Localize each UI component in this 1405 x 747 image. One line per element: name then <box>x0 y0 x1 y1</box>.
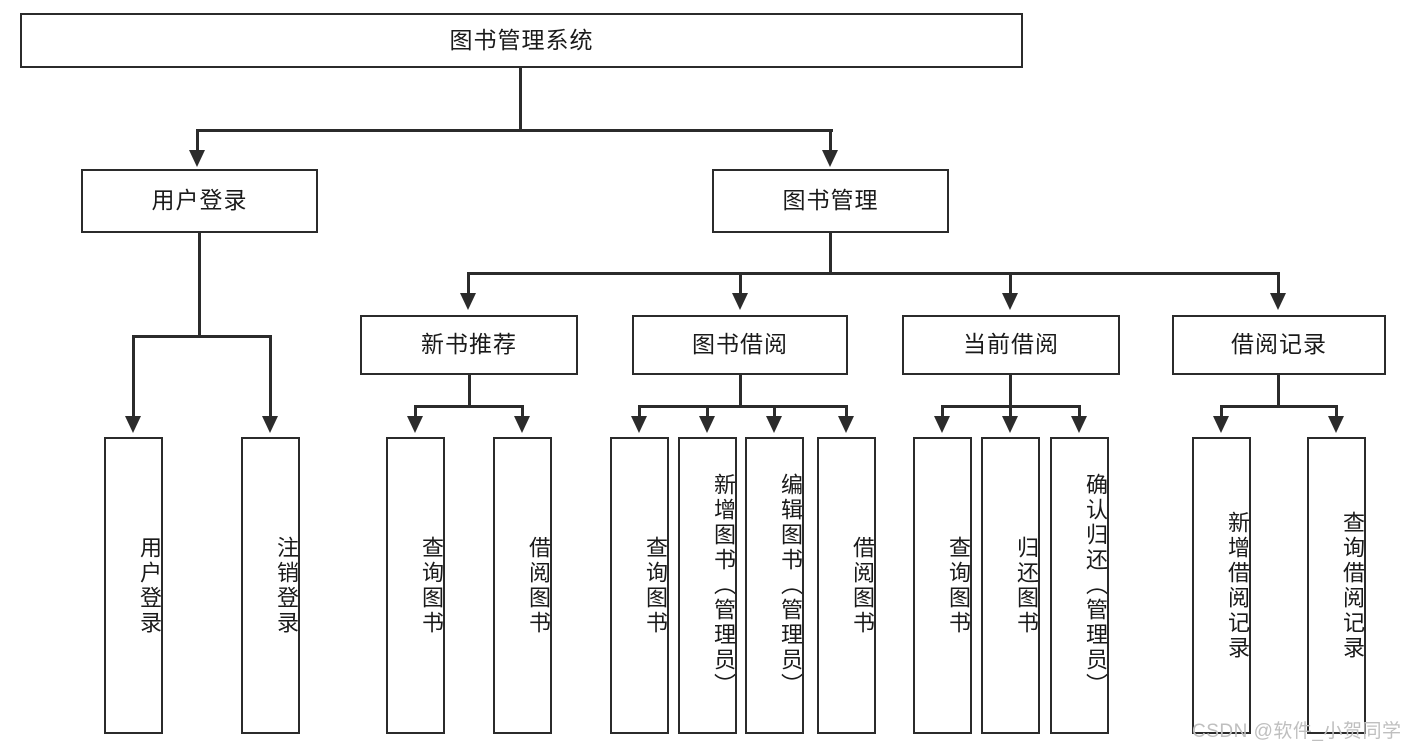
arrow-bb-to-leaf-0 <box>631 416 647 433</box>
edge-nbr-stem <box>468 375 471 407</box>
node-label: 归还图书 <box>1014 535 1039 636</box>
edge-user-login-to-leaf-0 <box>132 335 135 421</box>
leaf-borrow-record-0[interactable]: 新增借阅记录 <box>1192 437 1251 734</box>
node-label: 查询图书 <box>946 535 971 636</box>
edge-cb-to-leaf-0 <box>941 405 944 421</box>
leaf-current-borrow-1[interactable]: 归还图书 <box>981 437 1040 734</box>
node-label: 借阅图书 <box>850 535 875 636</box>
arrow-bm-to-book-borrow <box>732 293 748 310</box>
node-label: 新书推荐 <box>421 331 517 358</box>
edge-bm-to-new-book <box>467 272 470 298</box>
arrow-bb-to-leaf-1 <box>699 416 715 433</box>
arrow-br-to-leaf-0 <box>1213 416 1229 433</box>
arrow-root-to-book-management <box>822 150 838 167</box>
edge-bb-to-leaf-0 <box>638 405 641 421</box>
edge-br-stem <box>1277 375 1280 407</box>
edge-br-to-leaf-1 <box>1335 405 1338 421</box>
node-label: 用户登录 <box>151 187 248 214</box>
edge-bb-bus <box>638 405 847 408</box>
node-new-book-recommend[interactable]: 新书推荐 <box>360 315 578 375</box>
edge-bm-to-book-borrow <box>739 272 742 298</box>
arrow-user-login-to-leaf-0 <box>125 416 141 433</box>
node-label: 借阅记录 <box>1231 331 1327 358</box>
arrow-nbr-to-leaf-1 <box>514 416 530 433</box>
node-book-borrow[interactable]: 图书借阅 <box>632 315 848 375</box>
edge-nbr-to-leaf-1 <box>521 405 524 421</box>
leaf-current-borrow-2[interactable]: 确认归还（管理员） <box>1050 437 1109 734</box>
edge-root-to-user-login <box>196 129 199 155</box>
edge-cb-to-leaf-2 <box>1078 405 1081 421</box>
leaf-user-login-0[interactable]: 用户登录 <box>104 437 163 734</box>
node-root-book-management-system[interactable]: 图书管理系统 <box>20 13 1023 68</box>
arrow-user-login-to-leaf-1 <box>262 416 278 433</box>
leaf-new-book-recommend-1[interactable]: 借阅图书 <box>493 437 552 734</box>
arrow-cb-to-leaf-2 <box>1071 416 1087 433</box>
arrow-nbr-to-leaf-0 <box>407 416 423 433</box>
edge-root-stem <box>519 68 522 131</box>
node-label: 图书管理系统 <box>449 26 594 53</box>
arrow-bm-to-current-borrow <box>1002 293 1018 310</box>
arrow-cb-to-leaf-0 <box>934 416 950 433</box>
leaf-book-borrow-0[interactable]: 查询图书 <box>610 437 669 734</box>
edge-nbr-to-leaf-0 <box>414 405 417 421</box>
node-label: 确认归还（管理员） <box>1083 473 1108 698</box>
node-label: 查询图书 <box>419 535 444 636</box>
arrow-bb-to-leaf-3 <box>838 416 854 433</box>
node-label: 注销登录 <box>274 535 299 636</box>
arrow-cb-to-leaf-1 <box>1002 416 1018 433</box>
leaf-new-book-recommend-0[interactable]: 查询图书 <box>386 437 445 734</box>
node-label: 借阅图书 <box>526 535 551 636</box>
leaf-current-borrow-0[interactable]: 查询图书 <box>913 437 972 734</box>
edge-br-to-leaf-0 <box>1220 405 1223 421</box>
edge-root-to-book-management <box>829 129 832 155</box>
leaf-book-borrow-2[interactable]: 编辑图书（管理员） <box>745 437 804 734</box>
node-label: 当前借阅 <box>963 331 1059 358</box>
node-label: 用户登录 <box>137 535 162 636</box>
leaf-book-borrow-1[interactable]: 新增图书（管理员） <box>678 437 737 734</box>
node-book-management[interactable]: 图书管理 <box>712 169 949 233</box>
edge-br-bus <box>1220 405 1337 408</box>
edge-bb-to-leaf-2 <box>773 405 776 421</box>
arrow-bm-to-new-book <box>460 293 476 310</box>
arrow-bb-to-leaf-2 <box>766 416 782 433</box>
edge-cb-to-leaf-1 <box>1009 405 1012 421</box>
arrow-root-to-user-login <box>189 150 205 167</box>
node-label: 查询借阅记录 <box>1340 510 1365 661</box>
edge-book-management-bus <box>467 272 1279 275</box>
watermark-text: CSDN @软件_小贺同学 <box>1192 721 1402 742</box>
edge-bb-to-leaf-1 <box>706 405 709 421</box>
edge-user-login-to-leaf-1 <box>269 335 272 421</box>
node-label: 新增图书（管理员） <box>711 473 736 698</box>
edge-book-management-stem <box>829 233 832 274</box>
node-label: 图书管理 <box>782 187 879 214</box>
node-label: 查询图书 <box>643 535 668 636</box>
leaf-user-login-1[interactable]: 注销登录 <box>241 437 300 734</box>
edge-bb-to-leaf-3 <box>845 405 848 421</box>
edge-cb-stem <box>1009 375 1012 407</box>
node-label: 图书借阅 <box>692 331 788 358</box>
node-borrow-record[interactable]: 借阅记录 <box>1172 315 1386 375</box>
arrow-br-to-leaf-1 <box>1328 416 1344 433</box>
edge-bb-stem <box>739 375 742 407</box>
node-current-borrow[interactable]: 当前借阅 <box>902 315 1120 375</box>
node-label: 新增借阅记录 <box>1225 510 1250 661</box>
edge-nbr-bus <box>414 405 523 408</box>
edge-root-bus <box>196 129 833 132</box>
leaf-book-borrow-3[interactable]: 借阅图书 <box>817 437 876 734</box>
leaf-borrow-record-1[interactable]: 查询借阅记录 <box>1307 437 1366 734</box>
node-user-login[interactable]: 用户登录 <box>81 169 318 233</box>
edge-bm-to-current-borrow <box>1009 272 1012 298</box>
edge-user-login-bus <box>132 335 269 338</box>
arrow-bm-to-borrow-record <box>1270 293 1286 310</box>
edge-user-login-stem <box>198 233 201 337</box>
node-label: 编辑图书（管理员） <box>778 473 803 698</box>
edge-bm-to-borrow-record <box>1277 272 1280 298</box>
